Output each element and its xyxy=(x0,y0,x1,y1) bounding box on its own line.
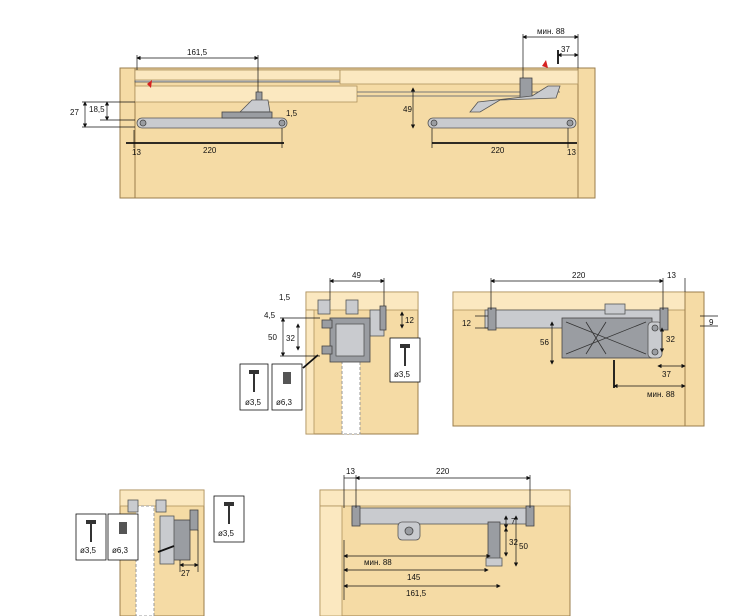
top-dim-min-88: мин. 88 xyxy=(537,27,565,36)
right-damper xyxy=(427,117,577,129)
bot-screw-box-6-3 xyxy=(107,513,139,561)
mid-left-dim-49: 49 xyxy=(352,271,361,280)
top-dim-161-5: 161,5 xyxy=(187,48,208,57)
bot-right-dim-220: 220 xyxy=(436,467,450,476)
mid-left-dim-1-5: 1,5 xyxy=(279,293,291,302)
right-stopper xyxy=(519,77,533,99)
bot-right-dim-13: 13 xyxy=(346,467,355,476)
top-dim-27: 27 xyxy=(70,108,79,117)
top-door-left xyxy=(134,69,341,81)
mid-left-screw-6-3: ø6,3 xyxy=(276,398,293,407)
mid-right-dim-32: 32 xyxy=(666,335,675,344)
bot-right-view: 13 220 7 32 50 мин. 88 145 161,5 xyxy=(319,467,571,616)
mid-left-dim-32: 32 xyxy=(286,334,295,343)
top-view: 161,5 мин. 88 37 27 18,5 1,5 49 13 220 2… xyxy=(70,27,596,199)
top-dim-220-left: 220 xyxy=(203,146,217,155)
top-dim-13-right: 13 xyxy=(567,148,576,157)
top-dim-18-5: 18,5 xyxy=(89,105,105,114)
top-door-right xyxy=(339,69,579,85)
mid-right-dim-12: 12 xyxy=(462,319,471,328)
bot-left-screw-3-5-a: ø3,5 xyxy=(80,546,97,555)
mid-right-view: 220 13 12 9 56 32 37 мин. 88 xyxy=(452,271,718,427)
bot-left-dim-27: 27 xyxy=(181,569,190,578)
mid-right-dim-9: 9 xyxy=(709,318,714,327)
mid-left-dim-4-5: 4,5 xyxy=(264,311,276,320)
bot-right-track xyxy=(351,507,533,525)
bot-right-dim-50: 50 xyxy=(519,542,528,551)
bot-right-dim-161-5: 161,5 xyxy=(406,589,427,598)
marker-left xyxy=(147,80,152,88)
mid-left-dim-50: 50 xyxy=(268,333,277,342)
bot-right-bracket xyxy=(487,521,501,561)
top-door-left-lower xyxy=(134,85,358,103)
top-dim-49: 49 xyxy=(403,105,412,114)
top-cabinet-left-side xyxy=(119,67,136,199)
screw-box-6-3 xyxy=(271,363,303,411)
mid-right-dim-56: 56 xyxy=(540,338,549,347)
bot-right-dim-32: 32 xyxy=(509,538,518,547)
mid-left-dim-12: 12 xyxy=(405,316,414,325)
mid-right-dim-220: 220 xyxy=(572,271,586,280)
mid-right-dim-37: 37 xyxy=(662,370,671,379)
marker-right xyxy=(542,60,548,68)
bot-right-dim-7: 7 xyxy=(511,517,516,526)
top-dim-220-right: 220 xyxy=(491,146,505,155)
mid-right-dim-min-88: мин. 88 xyxy=(647,390,675,399)
mid-right-dim-13: 13 xyxy=(667,271,676,280)
mid-left-view: 49 1,5 4,5 50 32 12 ø3,5 ø6,3 ø3,5 xyxy=(239,271,421,435)
top-dim-1-5: 1,5 xyxy=(286,109,298,118)
bot-left-screw-6-3: ø6,3 xyxy=(112,546,129,555)
bot-right-dim-145: 145 xyxy=(407,573,421,582)
top-dim-13-left: 13 xyxy=(132,148,141,157)
bot-left-bracket xyxy=(171,519,191,561)
top-dim-37: 37 xyxy=(561,45,570,54)
top-cabinet-right-side xyxy=(577,67,596,199)
mid-left-screw-3-5-b: ø3,5 xyxy=(394,370,411,379)
left-damper xyxy=(136,117,288,129)
bot-left-view: 27 ø3,5 ø6,3 ø3,5 xyxy=(75,489,245,616)
bot-left-screw-3-5-b: ø3,5 xyxy=(218,529,235,538)
mid-left-screw-3-5-a: ø3,5 xyxy=(245,398,262,407)
bot-right-dim-min-88: мин. 88 xyxy=(364,558,392,567)
